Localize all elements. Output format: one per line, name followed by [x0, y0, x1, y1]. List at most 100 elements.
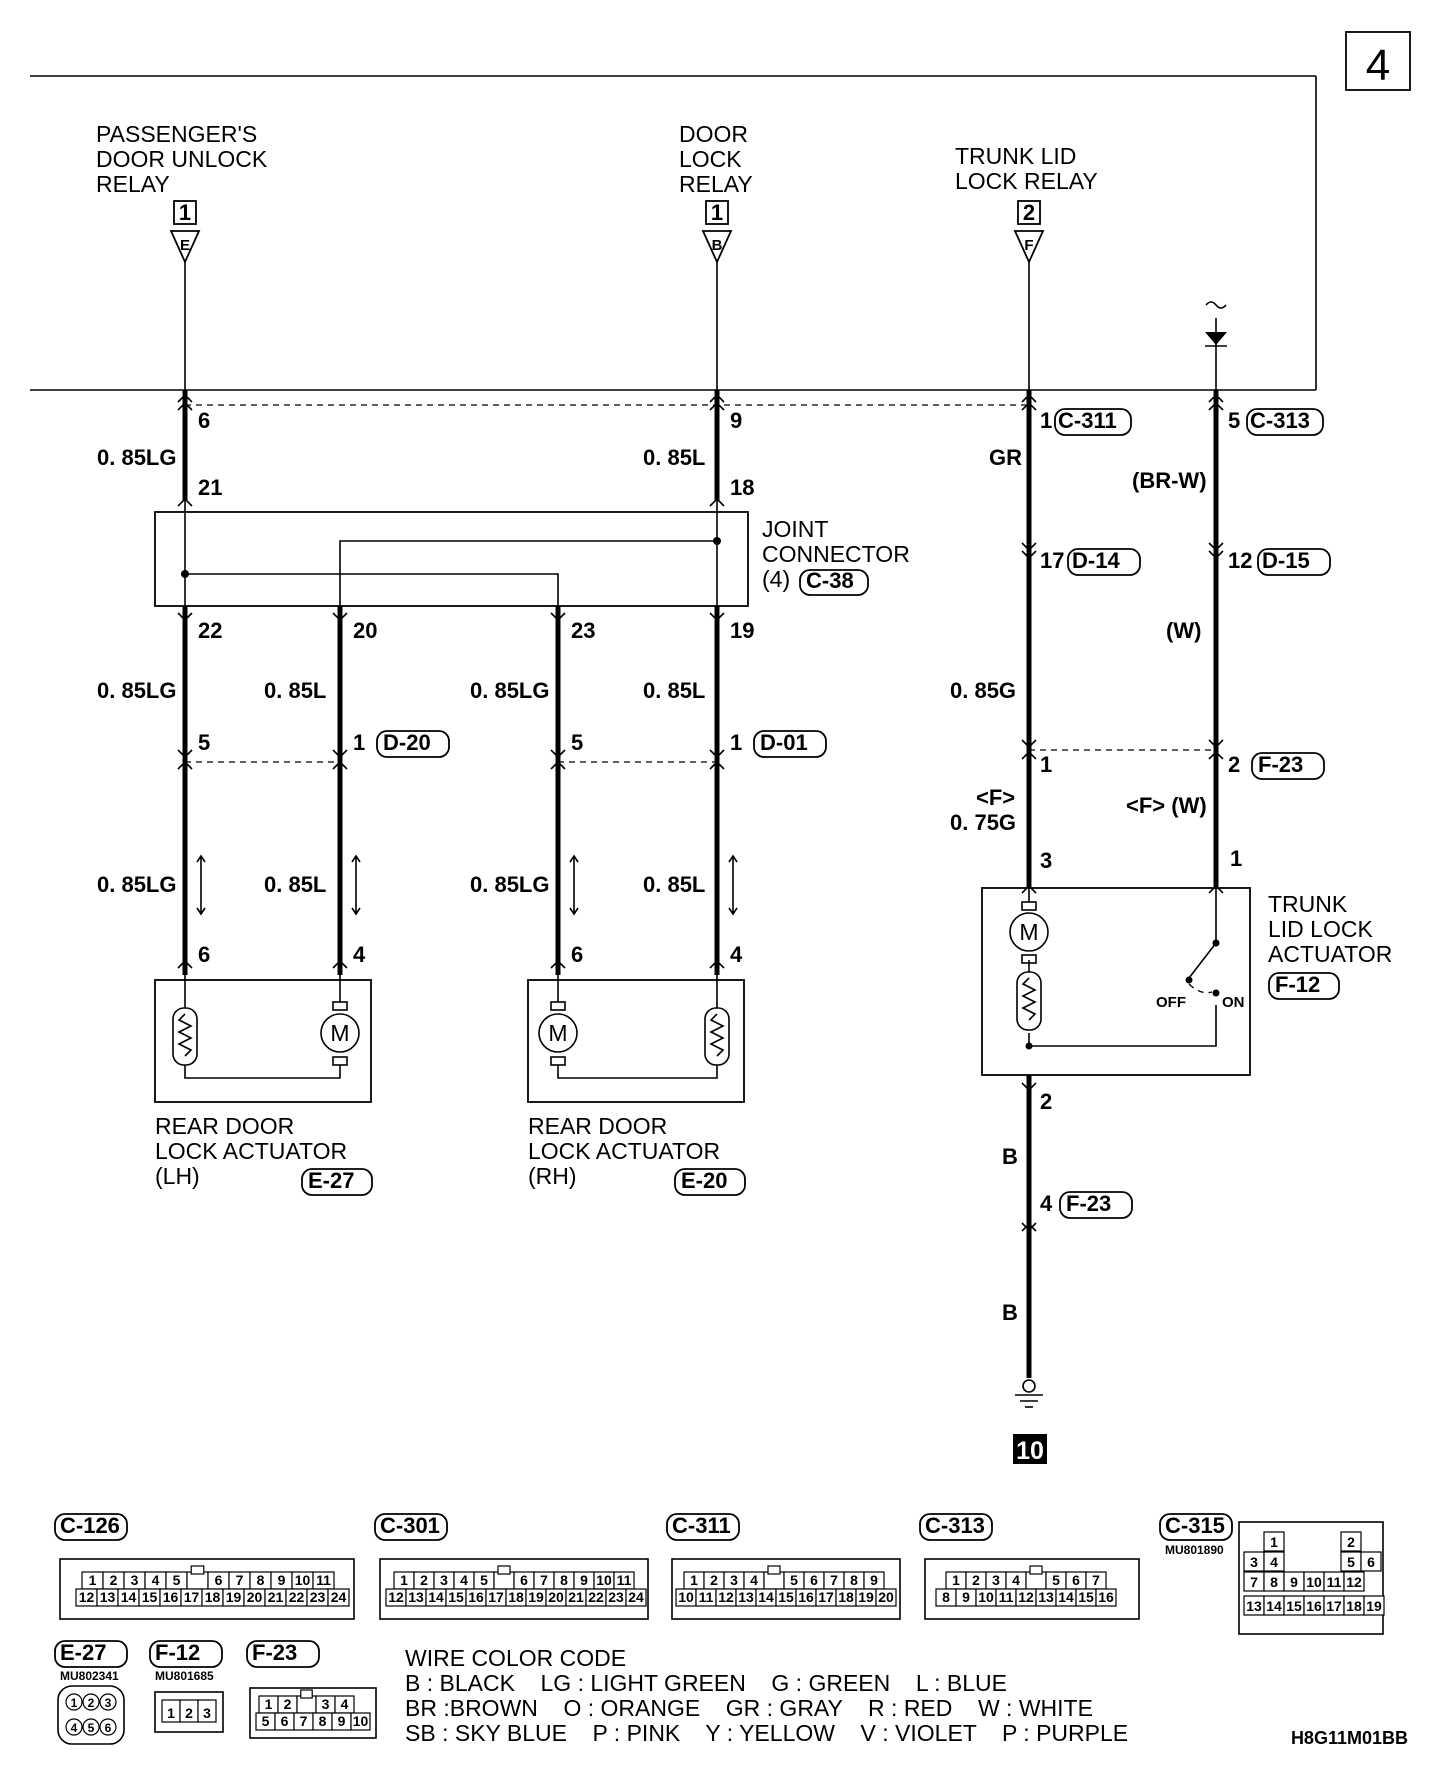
connector-c301-pin: 18 — [508, 1589, 524, 1605]
switch-lever — [1188, 942, 1217, 979]
connector-c311-pin: 3 — [730, 1572, 738, 1588]
connector-c315-cell — [1363, 1595, 1385, 1616]
connector-c313-pin: 10 — [978, 1589, 994, 1605]
connector-c315-pin: 13 — [1246, 1598, 1262, 1614]
connector-c126-pin: 17 — [184, 1589, 200, 1605]
connector-c301-pin: 5 — [480, 1572, 488, 1588]
pin-label: 6 — [198, 942, 210, 967]
pin-label: 4 — [353, 942, 366, 967]
connector-c311-pin: 5 — [790, 1572, 798, 1588]
connector-views: C-126 C-301 C-311 C-313 C-315 MU801890 E… — [54, 1513, 1385, 1745]
connector-c313-pin: 13 — [1038, 1589, 1054, 1605]
connector-c313-pin: 6 — [1072, 1572, 1080, 1588]
connector-c301-pin: 9 — [580, 1572, 588, 1588]
wire-label: (BR-W) — [1132, 468, 1207, 493]
pin-label: 18 — [730, 475, 754, 500]
connector-e27-pin: 6 — [105, 1721, 112, 1735]
relay-ref-tag: 1 E — [169, 200, 201, 265]
connector-f23-pin: 8 — [319, 1713, 327, 1729]
connector-c313-pin: 16 — [1098, 1589, 1114, 1605]
connector-c301-frame — [379, 1558, 649, 1620]
junction-dot — [1025, 1042, 1033, 1050]
connector-label-frame — [666, 1513, 740, 1541]
svg-text:E: E — [180, 237, 190, 254]
wire-label: 0. 85LG — [470, 872, 549, 897]
connector-view-label: C-313 — [925, 1513, 985, 1538]
motor-brush — [1021, 954, 1037, 964]
pin-label: 1 — [730, 730, 742, 755]
switch-contact — [1212, 989, 1220, 997]
svg-text:1: 1 — [179, 200, 191, 225]
pin-label: 12 — [1228, 548, 1252, 573]
solenoid-icon — [172, 1007, 198, 1066]
connector-c301-pin: 22 — [588, 1589, 604, 1605]
connector-f23-cell — [350, 1712, 371, 1731]
connector-c313-pin: 5 — [1052, 1572, 1060, 1588]
connector-label: D-01 — [760, 730, 808, 755]
connector-c315-cell — [1263, 1531, 1285, 1552]
connector-view-label: C-126 — [60, 1513, 120, 1538]
connector-f12-pin: 3 — [203, 1705, 211, 1721]
connector-c301-cell — [625, 1588, 647, 1607]
wire-label: 0. 85G — [950, 678, 1016, 703]
connector-c313-pin: 8 — [942, 1589, 950, 1605]
connector-key — [497, 1565, 511, 1575]
solenoid-icon — [1016, 971, 1042, 1031]
solenoid-icon — [704, 1007, 730, 1066]
connector-view-label: F-12 — [155, 1640, 200, 1665]
ground-number-box — [1013, 1434, 1047, 1464]
connector-c313-pin: 11 — [999, 1589, 1014, 1605]
connector-label-frame — [1246, 408, 1324, 436]
connector-label-frame — [149, 1640, 223, 1668]
connector-c313-pin: 9 — [962, 1589, 970, 1605]
connector-c313-pin: 15 — [1078, 1589, 1094, 1605]
connector-c315-cell — [1340, 1531, 1362, 1552]
connector-c126-pin: 20 — [247, 1589, 263, 1605]
connector-c315-pin: 8 — [1270, 1574, 1278, 1590]
pin-label: 1 — [1040, 408, 1052, 433]
pin-label: 5 — [571, 730, 583, 755]
connector-c313-frame — [924, 1558, 1140, 1620]
connector-f23-pin: 3 — [322, 1696, 330, 1712]
motor-icon — [538, 1013, 578, 1053]
pin-label: 2 — [1040, 1089, 1052, 1114]
svg-text:2: 2 — [1023, 200, 1035, 225]
connector-c301-pin: 6 — [520, 1572, 528, 1588]
connector-c126-pin: 6 — [215, 1572, 223, 1588]
connector-c301-pin: 15 — [448, 1589, 464, 1605]
svg-text:1: 1 — [711, 200, 723, 225]
connector-c315-pin: 7 — [1250, 1574, 1258, 1590]
connector-c315-pin: 18 — [1346, 1598, 1362, 1614]
connector-c301-pin: 20 — [548, 1589, 564, 1605]
connector-c301-pin: 16 — [468, 1589, 484, 1605]
connector-view-label: C-301 — [380, 1513, 440, 1538]
connector-f23-pin: 6 — [281, 1713, 289, 1729]
connector-label: D-20 — [383, 730, 431, 755]
pin-label: 5 — [1228, 408, 1240, 433]
connector-label-frame — [1251, 752, 1325, 780]
connector-label-frame — [1067, 548, 1141, 576]
connector-c301-pin: 13 — [408, 1589, 424, 1605]
pin-label: 17 — [1040, 548, 1064, 573]
connector-c315-pin: 11 — [1327, 1574, 1342, 1590]
connector-c301-pin: 19 — [528, 1589, 544, 1605]
connector-view-label: E-27 — [60, 1640, 106, 1665]
connector-e27-pin: 5 — [88, 1721, 95, 1735]
connector-e27-pin: 4 — [71, 1721, 78, 1735]
pin-label: 19 — [730, 618, 754, 643]
junction-dot — [181, 570, 189, 578]
connector-c315-pin: 4 — [1270, 1554, 1278, 1570]
connector-label-frame — [1159, 1513, 1233, 1541]
wire-label: 0. 85LG — [97, 445, 176, 470]
connector-c126-pin: 19 — [226, 1589, 242, 1605]
pin-label: 21 — [198, 475, 222, 500]
connector-c126-pin: 9 — [278, 1572, 286, 1588]
connector-c126-pin: 2 — [110, 1572, 118, 1588]
connector-e27-pin: 1 — [71, 1696, 78, 1710]
pin-label: 23 — [571, 618, 595, 643]
connector-c313-pin: 12 — [1018, 1589, 1034, 1605]
connector-c315-cell — [1360, 1551, 1382, 1572]
power-symbol — [1205, 301, 1227, 309]
connector-f23-pin: 1 — [265, 1696, 273, 1712]
